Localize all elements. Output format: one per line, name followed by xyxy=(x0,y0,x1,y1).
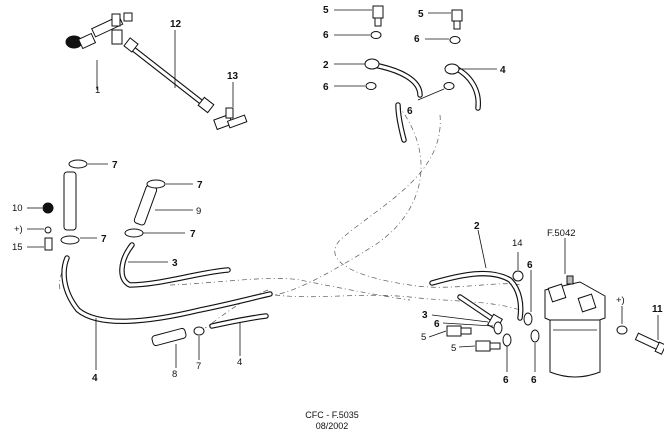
pipe-8 xyxy=(151,327,187,368)
angle-fitting-13 xyxy=(213,82,248,131)
banjo-bolts-right xyxy=(428,325,501,352)
callout-6-d: 6 xyxy=(407,106,413,117)
short-hose-left xyxy=(60,159,108,245)
callout-15: 15 xyxy=(12,242,23,253)
callout-5-c: 5 xyxy=(421,332,426,343)
callout-7-a: 7 xyxy=(112,160,118,171)
callout-3-b: 3 xyxy=(422,310,428,321)
fuel-filter xyxy=(544,238,606,378)
callout-4-a: 4 xyxy=(500,65,506,76)
callout-1: 1 xyxy=(95,85,100,96)
routing-lines xyxy=(59,104,521,329)
callout-13: 13 xyxy=(227,71,239,82)
upper-fuel-hoses xyxy=(371,62,481,143)
callout-6-h: 6 xyxy=(531,375,537,386)
callout-8: 8 xyxy=(172,369,177,380)
callout-11: 11 xyxy=(652,304,663,315)
callout-6-e: 6 xyxy=(527,260,533,271)
fuel-tap-assembly xyxy=(65,12,133,90)
fuel-pipe-12 xyxy=(123,30,215,114)
hose-2-right xyxy=(429,229,524,321)
callout-f5042: F.5042 xyxy=(547,228,576,239)
hose-4-long xyxy=(61,255,273,370)
callout-12: 12 xyxy=(170,19,182,30)
callout-7-e: 7 xyxy=(196,361,201,372)
screw-11 xyxy=(634,315,664,355)
callout-5-d: 5 xyxy=(451,343,456,354)
callout-plus-b: +) xyxy=(616,295,625,306)
callout-5-b: 5 xyxy=(418,9,424,20)
callout-6-a: 6 xyxy=(323,30,329,41)
footer-date: 08/2002 xyxy=(316,421,349,431)
callout-4-b: 4 xyxy=(92,373,98,384)
short-hose-9 xyxy=(124,179,193,238)
callout-6-c: 6 xyxy=(323,82,329,93)
callout-6-f: 6 xyxy=(434,319,440,330)
banjo-bolt-top-right xyxy=(428,9,463,30)
pipe-clip-10 xyxy=(27,202,54,214)
callout-7-b: 7 xyxy=(197,180,203,191)
hose-4-short xyxy=(209,313,269,356)
callout-labels: 1 12 13 5 5 6 6 2 4 6 6 7 7 10 9 +) 7 7 … xyxy=(12,5,663,386)
callout-4-c: 4 xyxy=(237,357,242,368)
callout-3-a: 3 xyxy=(172,258,178,269)
callout-2-b: 2 xyxy=(474,221,480,232)
washers-right xyxy=(442,252,540,372)
washer-plus-right xyxy=(616,306,628,335)
callout-7-d: 7 xyxy=(190,229,196,240)
banjo-bolt-top-left xyxy=(334,5,384,27)
footer: CFC - F.5035 08/2002 xyxy=(305,410,359,431)
callout-9: 9 xyxy=(196,206,201,217)
callout-14: 14 xyxy=(512,238,523,249)
clip-7-lower xyxy=(193,326,205,360)
screw-15 xyxy=(27,226,53,251)
callout-2-a: 2 xyxy=(323,60,329,71)
hose-3-left xyxy=(119,242,231,288)
callout-plus-a: +) xyxy=(14,224,23,235)
callout-7-c: 7 xyxy=(101,234,107,245)
sealing-washers-top xyxy=(334,31,497,101)
callout-6-g: 6 xyxy=(503,375,509,386)
callout-6-b: 6 xyxy=(414,34,420,45)
footer-code: CFC - F.5035 xyxy=(305,410,359,420)
callout-5-a: 5 xyxy=(323,5,329,16)
callout-10: 10 xyxy=(12,203,23,214)
